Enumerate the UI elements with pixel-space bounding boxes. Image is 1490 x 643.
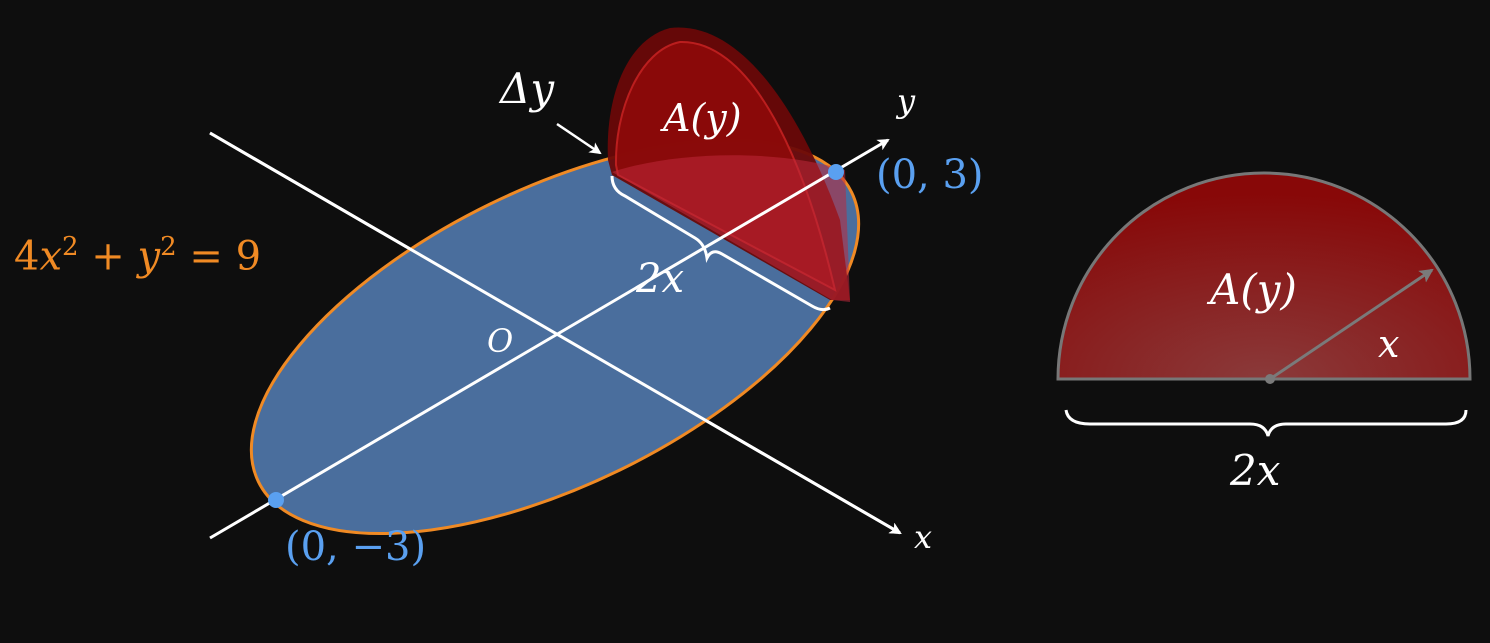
point-top: [828, 164, 844, 180]
radius-label: x: [1378, 322, 1400, 366]
width-brace: [610, 175, 831, 312]
area-label-left: A(y): [663, 96, 742, 140]
radius-arrow: [1269, 268, 1434, 381]
area-label-right: A(y): [1210, 265, 1297, 314]
point-top-label: (0, 3): [876, 152, 984, 198]
y-axis-label: y: [897, 82, 916, 120]
semicircle-figure: [1056, 171, 1472, 437]
equation-label: 4x2 + y2 = 9: [14, 232, 262, 280]
delta-arrow: [556, 122, 602, 155]
width-label-left: 2x: [636, 256, 685, 302]
x-axis-overlay: [209, 131, 902, 535]
cross-section-slab: [607, 27, 850, 302]
delta-y-label: Δy: [500, 64, 555, 113]
x-axis-label: x: [914, 518, 933, 556]
diameter-label: 2x: [1230, 446, 1281, 495]
origin-label: O: [487, 322, 514, 360]
point-bottom-label: (0, −3): [285, 524, 427, 570]
point-bottom: [268, 492, 284, 508]
y-axis: [209, 138, 890, 540]
diameter-brace: [1064, 409, 1468, 437]
center-dot: [1265, 374, 1275, 384]
